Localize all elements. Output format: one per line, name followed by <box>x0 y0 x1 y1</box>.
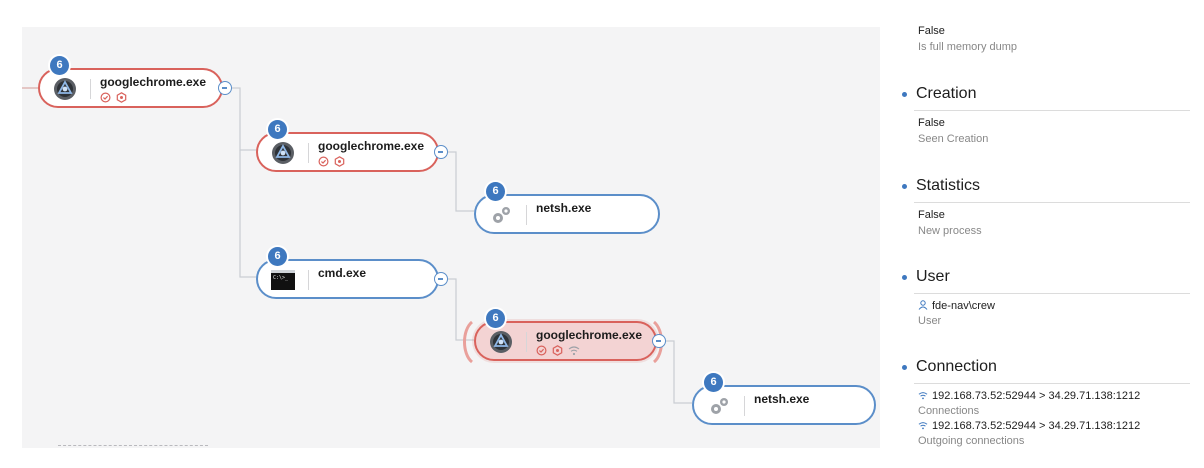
child-count-badge: 6 <box>704 373 723 392</box>
hexagon-alert-icon <box>552 343 563 356</box>
child-count-badge: 6 <box>486 182 505 201</box>
node-divider <box>308 143 309 163</box>
process-name: cmd.exe <box>318 266 367 280</box>
process-node-cmd[interactable]: 6 C:\>_ cmd.exe <box>256 247 448 299</box>
wifi-icon <box>918 392 928 400</box>
selection-glow-left <box>463 320 474 364</box>
user-name[interactable]: fde-nav\crew <box>932 300 995 312</box>
full-memory-dump-value: False <box>918 25 945 37</box>
shield-check-icon <box>100 90 111 103</box>
hexagon-alert-icon <box>334 154 345 167</box>
process-name: netsh.exe <box>536 201 592 215</box>
canvas-divider <box>58 445 208 446</box>
process-node-googlechrome-selected[interactable]: 6 googlechrome.exe <box>474 309 666 361</box>
bullet-dot <box>902 275 907 280</box>
process-node-googlechrome-child[interactable]: 6 googlechrome.exe <box>256 120 448 172</box>
seen-creation-value: False <box>918 117 945 129</box>
node-divider <box>90 79 91 99</box>
child-count-badge: 6 <box>50 56 69 75</box>
section-heading: Statistics <box>916 177 981 194</box>
connection-address[interactable]: 192.168.73.52:52944 > 34.29.71.138:1212 <box>932 390 1141 402</box>
shield-check-icon <box>318 154 329 167</box>
chrome-app-icon <box>490 331 512 353</box>
collapse-toggle[interactable] <box>434 272 448 286</box>
user-label: User <box>918 315 942 327</box>
process-node-netsh-2[interactable]: 6 netsh.exe <box>692 373 876 425</box>
user-icon <box>918 300 928 310</box>
collapse-toggle[interactable] <box>434 145 448 159</box>
section-divider <box>914 110 1190 111</box>
terminal-icon: C:\>_ <box>271 270 295 290</box>
full-memory-dump-label: Is full memory dump <box>918 41 1018 53</box>
gears-icon <box>493 207 510 223</box>
wifi-icon <box>918 422 928 430</box>
section-divider <box>914 293 1190 294</box>
process-node-netsh-1[interactable]: 6 netsh.exe <box>474 182 660 234</box>
connection-value: 192.168.73.52:52944 > 34.29.71.138:1212 <box>918 390 1140 402</box>
connection-label: Connections <box>918 405 980 417</box>
hexagon-alert-icon <box>116 90 127 103</box>
user-value: fde-nav\crew <box>918 300 995 312</box>
outgoing-connection-address[interactable]: 192.168.73.52:52944 > 34.29.71.138:1212 <box>932 420 1141 432</box>
bullet-dot <box>902 365 907 370</box>
section-heading: Connection <box>916 358 997 375</box>
process-name: googlechrome.exe <box>318 139 425 153</box>
chrome-app-icon <box>272 142 294 164</box>
section-heading: Creation <box>916 85 977 102</box>
collapse-toggle[interactable] <box>218 81 232 95</box>
process-node-googlechrome-root[interactable]: 6 googlechrome.exe <box>38 56 232 108</box>
process-name: googlechrome.exe <box>536 328 643 342</box>
wifi-icon <box>568 343 580 356</box>
process-name: googlechrome.exe <box>100 75 207 89</box>
child-count-badge: 6 <box>486 309 505 328</box>
section-heading: User <box>916 268 950 285</box>
details-panel[interactable]: False Is full memory dump Creation False… <box>880 0 1204 468</box>
section-divider <box>914 383 1190 384</box>
node-divider <box>526 332 527 352</box>
seen-creation-label: Seen Creation <box>918 133 989 145</box>
chrome-app-icon <box>54 78 76 100</box>
svg-text:C:\>_: C:\>_ <box>273 275 289 281</box>
new-process-value: False <box>918 209 945 221</box>
process-name: netsh.exe <box>754 392 810 406</box>
bullet-dot <box>902 184 907 189</box>
node-divider <box>744 396 745 416</box>
collapse-toggle[interactable] <box>652 334 666 348</box>
node-divider <box>526 205 527 225</box>
shield-check-icon <box>536 343 547 356</box>
section-divider <box>914 202 1190 203</box>
outgoing-connection-label: Outgoing connections <box>918 435 1025 447</box>
bullet-dot <box>902 92 907 97</box>
new-process-label: New process <box>918 225 982 237</box>
child-count-badge: 6 <box>268 120 287 139</box>
child-count-badge: 6 <box>268 247 287 266</box>
node-divider <box>308 270 309 290</box>
gears-icon <box>711 398 728 414</box>
outgoing-connection-value: 192.168.73.52:52944 > 34.29.71.138:1212 <box>918 420 1140 432</box>
